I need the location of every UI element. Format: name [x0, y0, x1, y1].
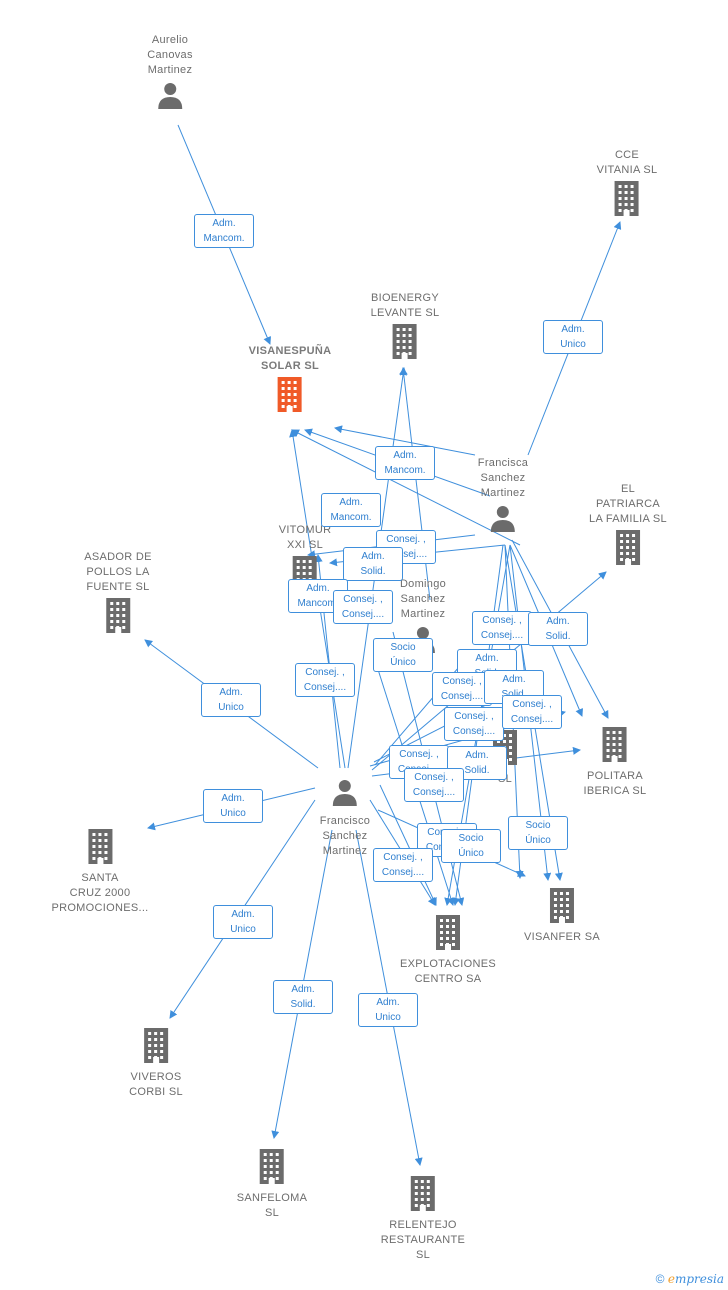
building-icon	[51, 828, 148, 869]
relation-label[interactable]: Consej. , Consej....	[373, 848, 433, 882]
relation-label[interactable]: Socio Único	[373, 638, 433, 672]
company-node-visanespuna[interactable]: VISANESPUÑA SOLAR SL	[249, 344, 332, 419]
person-icon	[320, 777, 370, 812]
relation-label[interactable]: Socio Único	[508, 816, 568, 850]
person-node-francisco[interactable]: Francisco Sanchez Martinez	[320, 775, 370, 859]
node-label: ASADOR DE POLLOS LA FUENTE SL	[84, 551, 152, 593]
relation-label[interactable]: Consej. , Consej....	[432, 672, 492, 706]
node-label: RELENTEJO RESTAURANTE SL	[380, 1219, 466, 1261]
company-node-patriarca[interactable]: EL PATRIARCA LA FAMILIA SL	[589, 482, 667, 572]
relation-edge	[291, 429, 521, 546]
person-node-aurelio[interactable]: Aurelio Canovas Martinez	[147, 33, 193, 117]
node-label: BIOENERGY LEVANTE SL	[370, 292, 440, 319]
relation-label[interactable]: Consej. , Consej....	[295, 663, 355, 697]
company-node-politara[interactable]: POLITARA IBERICA SL	[584, 724, 647, 799]
person-node-francisca[interactable]: Francisca Sanchez Martinez	[478, 456, 528, 540]
company-node-viveros[interactable]: VIVEROS CORBI SL	[129, 1025, 183, 1100]
company-node-sanfeloma[interactable]: SANFELOMA SL	[237, 1146, 308, 1221]
building-icon	[400, 914, 496, 955]
node-label: Francisca Sanchez Martinez	[477, 457, 529, 499]
relation-label[interactable]: Adm. Mancom.	[194, 214, 254, 248]
relation-label[interactable]: Adm. Mancom.	[375, 446, 435, 480]
node-label: SANFELOMA SL	[236, 1192, 308, 1219]
relation-label[interactable]: Consej. , Consej....	[333, 590, 393, 624]
node-label: Aurelio Canovas Martinez	[147, 34, 193, 76]
node-label: VISANFER SA	[523, 931, 601, 943]
brand-logo: empresia	[667, 1272, 724, 1286]
relation-label[interactable]: Adm. Solid.	[343, 547, 403, 581]
relation-label[interactable]: Consej. , Consej....	[472, 611, 532, 645]
relation-label[interactable]: Adm. Unico	[203, 789, 263, 823]
building-icon	[584, 726, 647, 767]
relation-edge	[379, 784, 437, 906]
node-label: EL PATRIARCA LA FAMILIA SL	[589, 483, 667, 525]
relation-label[interactable]: Adm. Unico	[213, 905, 273, 939]
relation-label[interactable]: Adm. Mancom.	[321, 493, 381, 527]
node-label: VIVEROS CORBI SL	[129, 1071, 183, 1098]
building-icon	[524, 887, 600, 928]
relation-label[interactable]: Consej. , Consej....	[404, 768, 464, 802]
copyright-symbol: ©	[655, 1272, 665, 1286]
node-label: CCE VITANIA SL	[596, 149, 658, 176]
relation-edge	[399, 367, 431, 601]
node-label: Domingo Sanchez Martinez	[399, 578, 447, 620]
relation-label[interactable]: Adm. Unico	[201, 683, 261, 717]
building-icon	[589, 529, 667, 570]
building-icon	[597, 180, 658, 221]
building-icon	[381, 1175, 465, 1216]
relation-label[interactable]: Adm. Unico	[543, 320, 603, 354]
relation-label[interactable]: Consej. , Consej....	[502, 695, 562, 729]
node-label: POLITARA IBERICA SL	[583, 770, 647, 797]
relation-label[interactable]: Adm. Solid.	[528, 612, 588, 646]
node-label: SANTA CRUZ 2000 PROMOCIONES...	[51, 872, 149, 914]
relation-edge	[334, 425, 476, 456]
person-icon	[147, 80, 193, 115]
relation-label[interactable]: Adm. Unico	[358, 993, 418, 1027]
building-icon	[249, 376, 332, 417]
company-node-asador[interactable]: ASADOR DE POLLOS LA FUENTE SL	[84, 550, 152, 640]
footer-brand: © empresia	[656, 1272, 724, 1286]
company-node-bioenergy[interactable]: BIOENERGY LEVANTE SL	[371, 291, 440, 366]
building-icon	[371, 323, 440, 364]
node-label: VISANESPUÑA SOLAR SL	[248, 345, 332, 372]
person-icon	[478, 503, 528, 538]
building-icon	[84, 597, 152, 638]
building-icon	[237, 1148, 308, 1189]
relation-label[interactable]: Adm. Solid.	[273, 980, 333, 1014]
node-label: Francisco Sanchez Martinez	[319, 815, 371, 857]
company-node-relentejo[interactable]: RELENTEJO RESTAURANTE SL	[381, 1173, 465, 1263]
company-node-santacruz[interactable]: SANTA CRUZ 2000 PROMOCIONES...	[51, 826, 148, 916]
company-node-cce[interactable]: CCE VITANIA SL	[597, 148, 658, 223]
node-label: EXPLOTACIONES CENTRO SA	[400, 958, 496, 985]
node-label: VITOMUR XXI SL	[278, 524, 332, 551]
relation-label[interactable]: Consej. , Consej....	[444, 707, 504, 741]
building-icon	[129, 1027, 183, 1068]
relation-label[interactable]: Socio Único	[441, 829, 501, 863]
company-node-visanfer[interactable]: VISANFER SA	[524, 885, 600, 945]
company-node-explotaciones[interactable]: EXPLOTACIONES CENTRO SA	[400, 912, 496, 987]
